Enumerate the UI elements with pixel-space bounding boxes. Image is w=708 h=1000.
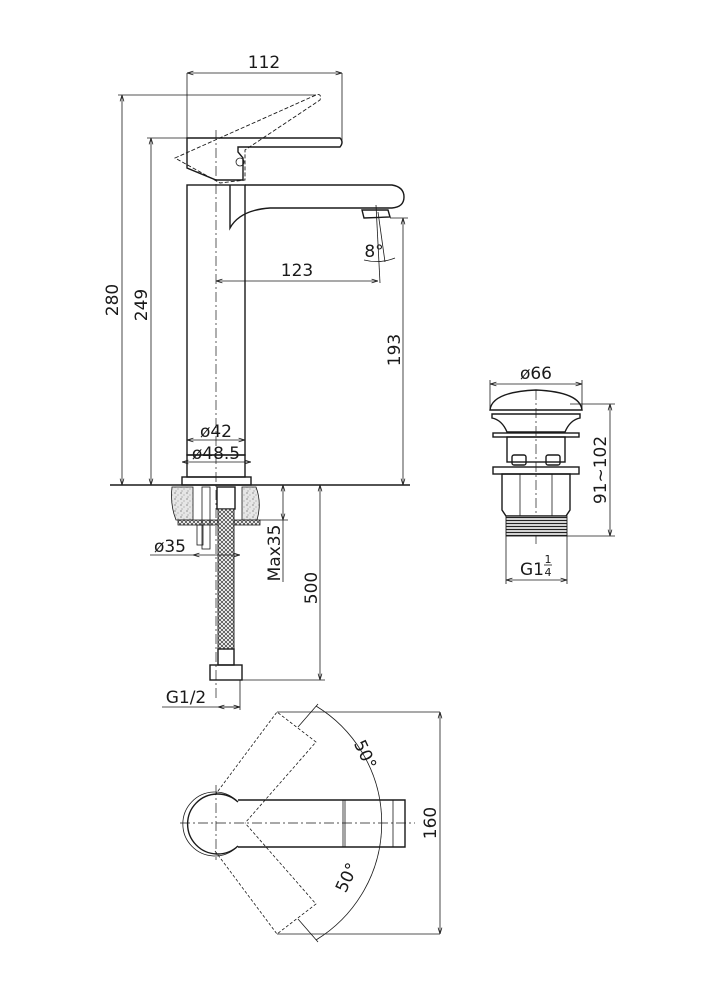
countertop-section-left (171, 486, 194, 521)
dim-g12: G1/2 (166, 688, 207, 708)
angle-ext (297, 918, 319, 943)
mounting-nut (196, 524, 204, 546)
lever-pivot (235, 157, 245, 167)
dim-123: 123 (281, 261, 313, 281)
spout (229, 184, 405, 231)
dim-max35: Max35 (265, 525, 285, 582)
braided-hose (217, 508, 235, 650)
lever-raised-outline (173, 94, 321, 184)
dim-g1-prefix: G1 (520, 560, 544, 580)
drain-thread (505, 515, 568, 537)
lever-handle (186, 137, 343, 181)
hose-fitting-bottom (217, 648, 235, 666)
dim-g1-fraction-num: 1 (545, 553, 552, 566)
body-circle-outer (182, 791, 237, 857)
lever-rotated-right (214, 822, 317, 935)
angle-8: 8° (364, 242, 383, 262)
aerator (361, 209, 391, 219)
dim-dia-35: ø35 (154, 537, 186, 557)
flow-line (377, 211, 386, 263)
dim-112: 112 (248, 53, 280, 73)
angle-arc (315, 705, 383, 941)
dim-193: 193 (385, 334, 405, 366)
drain-stem (506, 436, 566, 463)
hose-nut-g12 (209, 664, 243, 681)
base-plate (181, 476, 252, 486)
dim-dia-42: ø42 (200, 422, 232, 442)
countertop-section-right (241, 486, 260, 521)
dim-500: 500 (302, 572, 322, 604)
dim-dia-66: ø66 (520, 364, 552, 384)
dim-160: 160 (421, 807, 441, 839)
mounting-stud (201, 486, 211, 550)
drain-clip (545, 454, 561, 466)
dim-91-102: 91~102 (591, 436, 611, 504)
ext-line (375, 204, 381, 284)
side-view: 112 280 249 123 8° 193 ø42 ø48.5 ø35 Max… (103, 53, 410, 710)
top-view: 50° 50° 160 (180, 703, 441, 943)
lever-rotated-left (214, 711, 317, 824)
angle-50-lower: 50° (332, 860, 363, 896)
dim-g1-fraction-den: 4 (545, 566, 552, 579)
drain-clip (511, 454, 527, 466)
angle-arc-8 (363, 257, 396, 262)
drain-view: ø66 91~102 G1 1 4 (489, 364, 615, 584)
angle-ext (297, 703, 319, 728)
dim-dia-48-5: ø48.5 (192, 444, 240, 464)
angle-50-upper: 50° (349, 737, 380, 773)
dim-280: 280 (103, 284, 123, 316)
spout-arm (238, 799, 406, 848)
body-circle (186, 793, 239, 855)
drain-collar (491, 413, 581, 433)
dim-249: 249 (132, 289, 152, 321)
hose-fitting-top (216, 486, 236, 510)
